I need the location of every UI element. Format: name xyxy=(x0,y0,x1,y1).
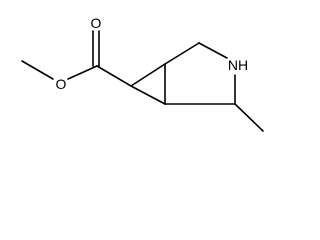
bond-cyclopropane-bottom xyxy=(130,85,166,105)
bond-chme-methyl xyxy=(234,103,264,132)
bond-cyclopropane-top xyxy=(130,63,166,87)
bond-carbonyl-cyclopropane xyxy=(96,65,132,87)
bond-ester-oxygen-carbonyl xyxy=(67,65,98,80)
ring-nitrogen-label: NH xyxy=(228,57,248,73)
bond-methyl-ester-oxygen xyxy=(21,60,54,80)
chemical-structure: O O NH xyxy=(21,15,264,132)
carbonyl-oxygen-label: O xyxy=(91,15,102,31)
ester-oxygen-label: O xyxy=(56,76,67,92)
bond-fusion-top-ch2 xyxy=(164,42,200,65)
bond-ch2-nitrogen xyxy=(198,42,228,59)
